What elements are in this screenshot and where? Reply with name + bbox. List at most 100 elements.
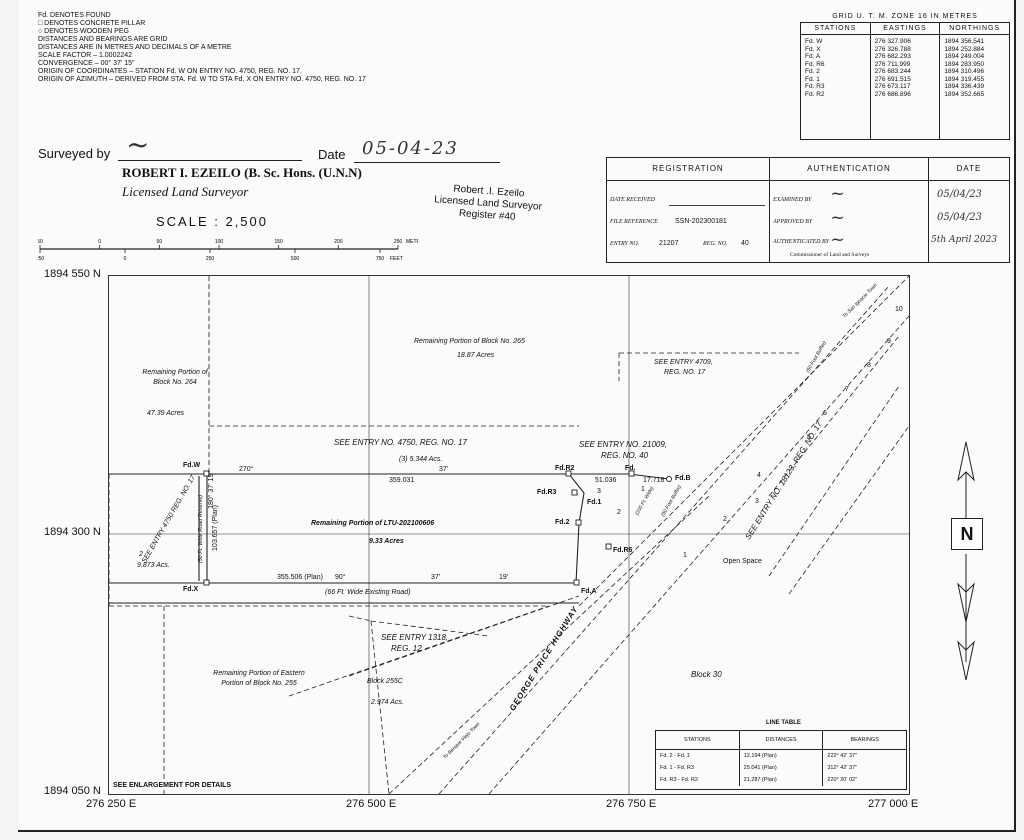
grid-cell-stations: Fd. A	[805, 53, 821, 60]
approved-date: 05/04/23	[937, 212, 982, 223]
legend-line: SCALE FACTOR – 1.0002242	[38, 52, 133, 59]
lot-3-lower: 3	[597, 488, 601, 495]
northing-550: 1894 550 N	[44, 268, 101, 280]
survey-plan-sheet: Fd. DENOTES FOUND□ DENOTES CONCRETE PILL…	[18, 0, 1016, 832]
legend-line: ORIGIN OF COORDINATES – STATION Fd. W ON…	[38, 68, 302, 75]
north-indicator: N	[951, 518, 983, 550]
authenticated-date: 5th April 2023	[931, 235, 998, 245]
surveyor-name: ROBERT I. EZEILO (B. Sc. Hons. (U.N.N)	[122, 165, 362, 180]
lot-2: 2	[723, 516, 727, 523]
line-table-cell: 12.194 (Plan)	[740, 750, 824, 762]
scale-metre-label: 150	[274, 239, 283, 245]
block265-area: 18.87 Acres	[457, 352, 495, 359]
open-space-label: Open Space	[723, 558, 762, 565]
grid-cell-eastings: 276 711.999	[874, 60, 911, 68]
authenticated-by-label: AUTHENTICATED BY	[773, 239, 829, 245]
surveyor-stamp: Robert .I. Ezeilo Licensed Land Surveyor…	[407, 180, 569, 227]
grid-header-eastings: EASTINGS	[871, 23, 941, 34]
grid-cell-stations: Fd. 2	[805, 68, 820, 75]
grid-cell-northings: 1894 310.496	[944, 68, 985, 75]
grid-cell-northings: 1894 336.439	[944, 83, 985, 90]
block264-label: Remaining Portion of Block No. 264	[142, 369, 208, 386]
authenticator-signature: ~	[830, 229, 846, 250]
line-header-distances: DISTANCES	[740, 731, 824, 749]
scale-metre-label: 100	[215, 239, 224, 245]
survey-map: Remaining Portion of Block No. 265 18.87…	[108, 275, 910, 795]
commissioner-label: Commissioner of Land and Surveys	[790, 252, 870, 258]
station-fd-b: Fd.B	[675, 475, 691, 482]
lot-1: 1	[683, 552, 687, 559]
dim-seconds-bottom: 19'	[499, 574, 509, 581]
line-header-stations: STATIONS	[656, 731, 740, 749]
lot-7: 7	[845, 386, 849, 393]
lot-10: 10	[895, 306, 903, 313]
dim-minutes-top: 37'	[439, 466, 449, 473]
side-lot-area: 9.873 Acs.	[137, 562, 170, 569]
grid-cell-northings: 1894 252.884	[944, 45, 985, 53]
line-table-cell: 21.287 (Plan)	[740, 774, 824, 786]
scale-metre-label: 50	[157, 239, 163, 245]
scale-feet-label: 750	[376, 256, 385, 262]
date-label: Date	[318, 147, 346, 162]
grid-cell-stations: Fd. R6	[805, 60, 825, 68]
easting-000: 277 000 E	[868, 798, 919, 810]
line-table-cell: 25.041 (Plan)	[740, 762, 824, 774]
line-table-cell: 220° 20' 02"	[827, 777, 858, 783]
surveyor-signature: ~	[126, 128, 150, 161]
legend: Fd. DENOTES FOUND□ DENOTES CONCRETE PILL…	[38, 12, 366, 84]
block255-label: Remaining Portion of Eastern Portion of …	[213, 670, 305, 687]
lot-1-lower: 1	[641, 486, 645, 493]
reg-no-value: 40	[741, 240, 749, 247]
entry4750-lot: (3) 5.344 Acs.	[399, 456, 443, 463]
dim-bearing-top: 270°	[239, 466, 254, 473]
entry-no-label: ENTRY NO.	[610, 241, 640, 247]
date-line	[354, 162, 500, 163]
grid-cell-northings: 1894 319.455	[944, 75, 985, 83]
line-table: STATIONS DISTANCES BEARINGS Fd. 2 - Fd. …	[655, 730, 907, 790]
block264-area: 47.39 Acres	[147, 410, 185, 417]
line-table-cell: Fd. 1 - Fd. R3	[656, 762, 740, 774]
entry21009-label: SEE ENTRY NO. 21009,	[579, 440, 668, 449]
lot-8: 8	[867, 362, 871, 369]
grid-table-title: GRID U. T. M. ZONE 16 IN METRES	[832, 13, 978, 20]
line-table-cell: Fd. 2 - Fd. 1	[656, 750, 740, 762]
block255c-area: 2.974 Acs.	[371, 699, 404, 706]
scale-bar: 50050100150200250METRES2500250500750FEET	[38, 239, 418, 262]
surveyor-title: Licensed Land Surveyor	[122, 184, 249, 199]
grid-cell-northings: 1894 283.950	[944, 60, 985, 68]
entry4750-label: SEE ENTRY NO. 4750, REG. NO. 17	[334, 438, 467, 447]
grid-cell-northings: 1894 249.004	[944, 53, 985, 60]
grid-cell-stations: Fd. R3	[805, 83, 825, 90]
grid-cell-eastings: 276 682.293	[874, 53, 911, 60]
file-reference-label: FILE REFERENCE	[610, 219, 658, 225]
legend-line: Fd. DENOTES FOUND	[38, 12, 111, 19]
grid-utm-table: GRID U. T. M. ZONE 16 IN METRES STATIONS…	[800, 13, 1010, 140]
legend-line: DISTANCES AND BEARINGS ARE GRID	[38, 36, 168, 43]
station-fd-2: Fd.2	[555, 519, 570, 526]
reg-no-label: REG. NO.	[703, 241, 728, 247]
reg-header-authentication: AUTHENTICATION	[770, 158, 929, 180]
entry-no-value: 21207	[659, 240, 679, 247]
lot-9: 9	[887, 338, 891, 345]
dim-minutes-bottom: 37'	[431, 574, 441, 581]
block265-label: Remaining Portion of Block No. 265	[414, 338, 525, 345]
lot-4: 4	[757, 472, 761, 479]
easting-250: 276 250 E	[86, 798, 137, 810]
scale-metres-unit: METRES	[406, 239, 418, 245]
block30-label: Block 30	[691, 670, 722, 679]
approver-signature: ~	[830, 207, 846, 228]
station-fd-r3: Fd.R3	[537, 489, 557, 496]
scale-metre-label: 0	[98, 239, 101, 245]
grid-cell-eastings: 276 673.117	[874, 83, 911, 90]
date-received-line	[669, 205, 765, 206]
easting-500: 276 500 E	[346, 798, 397, 810]
grid-cell-stations: Fd. W	[805, 38, 823, 45]
file-reference-value: SSN-202300181	[675, 218, 727, 225]
examined-by-label: EXAMINED BY	[773, 197, 812, 203]
legend-line: CONVERGENCE – 00° 37' 15"	[38, 60, 135, 67]
lot-5: 5	[807, 434, 811, 441]
